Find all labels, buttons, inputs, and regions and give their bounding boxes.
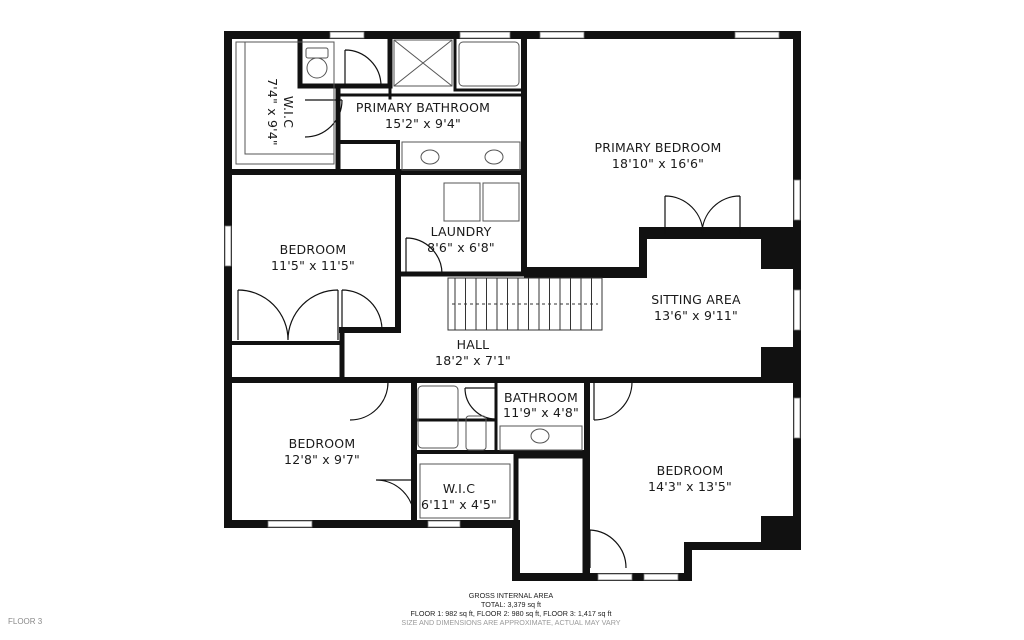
door-swing [349,381,389,421]
sink [484,149,504,165]
window [329,31,365,39]
room-dims: 18'2" x 7'1" [435,353,511,368]
room-dims: 7'4" x 9'4" [265,78,280,146]
floor-label: FLOOR 3 [8,617,43,626]
door-swing [344,49,382,87]
window [427,520,461,528]
room-name: SITTING AREA [651,292,741,307]
vanity [401,141,521,171]
room-name: BEDROOM [657,463,724,478]
room-dims: 18'10" x 16'6" [612,156,704,171]
sink [420,149,440,165]
room-dims: 8'6" x 6'8" [427,240,495,255]
tub [458,41,520,87]
room-name: HALL [457,337,490,352]
door-swing [664,195,741,235]
area-summary: GROSS INTERNAL AREA TOTAL: 3,379 sq ft F… [401,591,620,627]
room-name: W.I.C [281,96,296,128]
washer [443,182,481,222]
shower-wall [388,35,522,100]
room-dims: 11'9" x 4'8" [503,405,579,420]
area-floors: FLOOR 1: 982 sq ft, FLOOR 2: 980 sq ft, … [411,609,612,618]
door-swing [464,387,497,420]
door-swing [237,289,339,341]
room-name: BATHROOM [504,390,578,405]
shower [393,39,453,87]
closet-box-wall [515,453,588,580]
area-total: TOTAL: 3,379 sq ft [481,600,541,609]
bedroom-closet-wall [230,341,344,382]
door-swing [589,529,627,569]
window [597,573,633,581]
window [793,179,801,221]
dryer [482,182,520,222]
walls [224,31,801,581]
door-swing [593,381,633,421]
wic-shelf-inner [244,41,335,155]
room-name: LAUNDRY [431,224,492,239]
window [643,573,679,581]
window [793,397,801,439]
stairs [447,277,603,331]
column-block [761,516,795,546]
room-name: BEDROOM [289,436,356,451]
wic-small-shelf [419,463,511,519]
window [539,31,585,39]
room-dims: 11'5" x 11'5" [271,258,355,273]
door-swing [375,479,415,519]
room-name: PRIMARY BATHROOM [356,100,490,115]
column-block [761,233,795,269]
outer-wall [224,31,801,581]
room-name: PRIMARY BEDROOM [595,140,722,155]
area-heading: GROSS INTERNAL AREA [469,591,554,600]
window [793,289,801,331]
primary-bedroom-south-wall [521,233,800,273]
room-dims: 14'3" x 13'5" [648,479,732,494]
doors [237,49,741,569]
room-dims: 13'6" x 9'11" [654,308,738,323]
door-swing [304,99,343,138]
room-labels: W.I.C 7'4" x 9'4" PRIMARY BATHROOM 15'2"… [265,78,741,512]
window [459,31,511,39]
room-dims: 15'2" x 9'4" [385,116,461,131]
window [734,31,780,39]
column-block [761,347,795,379]
room-name: BEDROOM [280,242,347,257]
room-name: W.I.C [443,481,475,496]
bath-divider [412,380,498,454]
tub [417,385,459,449]
sink [530,428,550,444]
door-swing [405,237,443,275]
fixtures [235,39,583,519]
window [267,520,313,528]
area-disclaimer: SIZE AND DIMENSIONS ARE APPROXIMATE, ACT… [401,618,620,627]
stair-outline [447,277,603,331]
columns [761,233,795,546]
laundry-west-wall [339,169,401,333]
toilet [465,415,487,451]
window [224,225,232,267]
bath-small-closet [338,140,400,174]
room-dims: 6'11" x 4'5" [421,497,497,512]
shower-cross [393,39,453,87]
windows [224,31,801,581]
door-swing [341,289,383,331]
toilet-bowl [306,57,328,79]
room-dims: 12'8" x 9'7" [284,452,360,467]
vanity [499,425,583,451]
toilet [305,47,329,59]
